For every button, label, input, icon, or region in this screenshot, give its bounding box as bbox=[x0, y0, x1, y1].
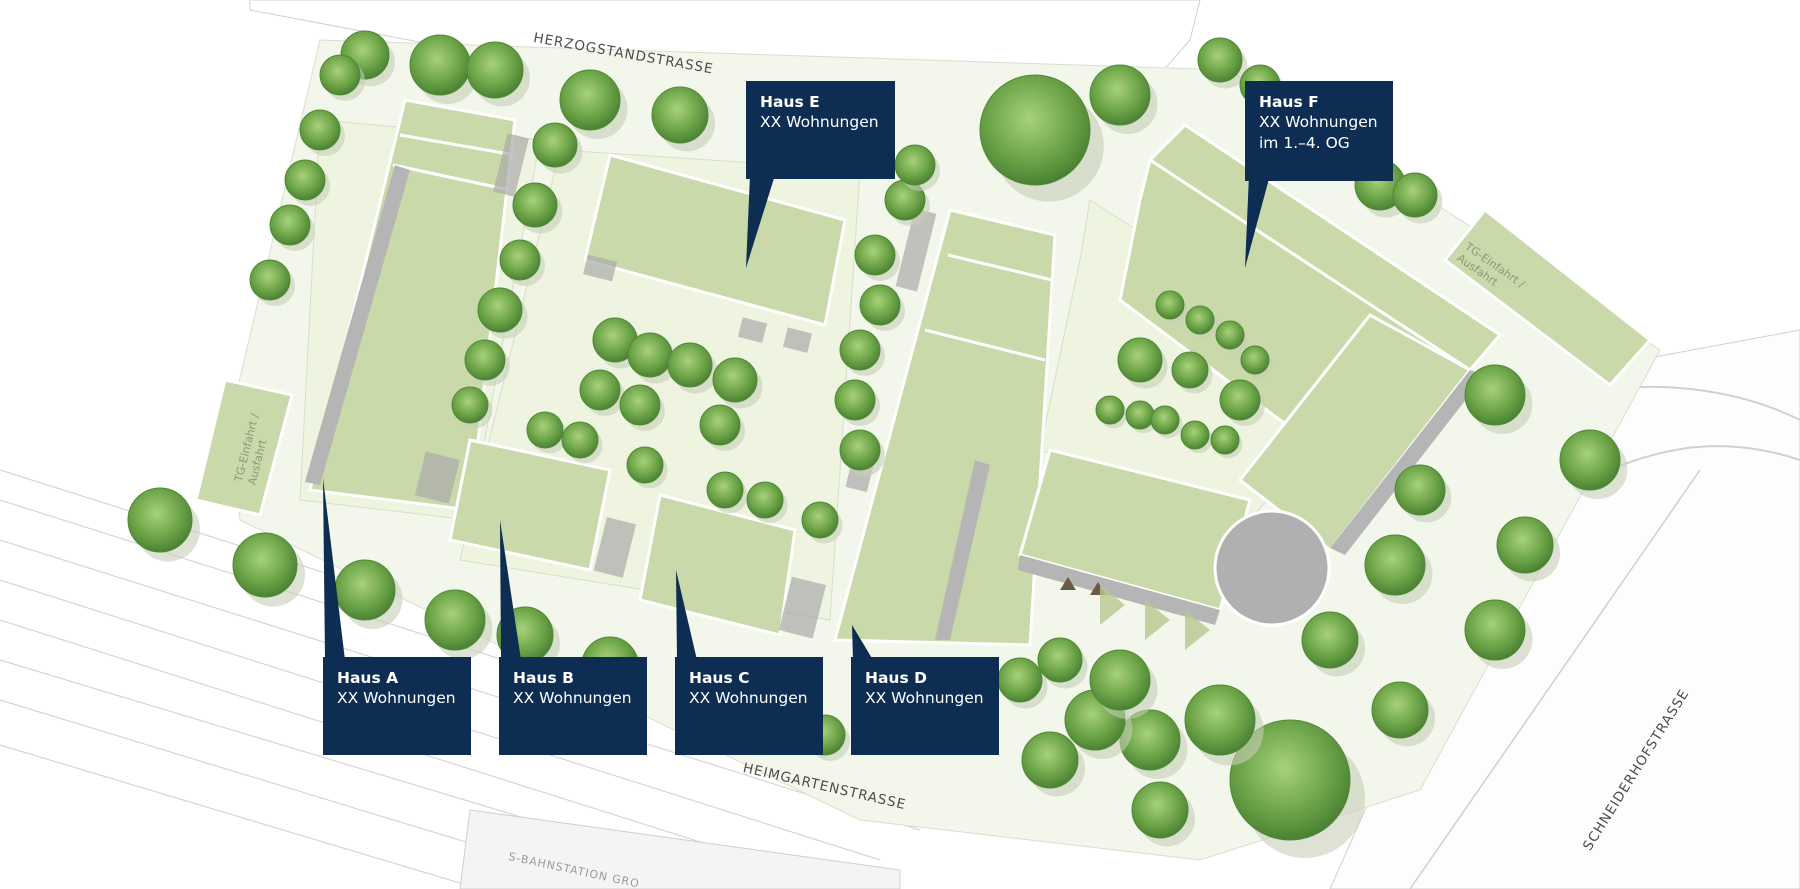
tree bbox=[284, 159, 326, 201]
label-haus-e-name: Haus E bbox=[760, 93, 820, 111]
tree bbox=[1185, 305, 1215, 335]
tree bbox=[859, 284, 901, 326]
tree bbox=[1089, 649, 1151, 711]
tree bbox=[1394, 464, 1446, 516]
tree bbox=[512, 182, 558, 228]
tree bbox=[1155, 290, 1185, 320]
label-haus-c-units: XX Wohnungen bbox=[689, 689, 808, 707]
tree bbox=[249, 259, 291, 301]
tree bbox=[127, 487, 193, 553]
tree bbox=[424, 589, 486, 651]
label-haus-d-units: XX Wohnungen bbox=[865, 689, 984, 707]
tree bbox=[1037, 637, 1083, 683]
label-haus-a-units: XX Wohnungen bbox=[337, 689, 456, 707]
label-haus-c[interactable]: Haus C XX Wohnungen bbox=[675, 657, 823, 755]
label-haus-a-name: Haus A bbox=[337, 669, 399, 687]
trees-layer bbox=[127, 30, 1628, 858]
tree bbox=[1125, 400, 1155, 430]
tree bbox=[1180, 420, 1210, 450]
tree bbox=[496, 606, 554, 664]
tree bbox=[839, 429, 881, 471]
tree bbox=[854, 234, 896, 276]
tree bbox=[1171, 351, 1209, 389]
tree bbox=[712, 357, 758, 403]
tree bbox=[1150, 405, 1180, 435]
tree bbox=[1240, 345, 1270, 375]
tree bbox=[1219, 379, 1261, 421]
label-haus-f[interactable]: Haus F XX Wohnungen im 1.–4. OG bbox=[1245, 81, 1393, 181]
tree bbox=[706, 471, 744, 509]
tree bbox=[532, 122, 578, 168]
label-haus-e-units: XX Wohnungen bbox=[760, 113, 879, 131]
label-haus-f-name: Haus F bbox=[1259, 93, 1319, 111]
tree bbox=[1215, 320, 1245, 350]
tree bbox=[1210, 425, 1240, 455]
tree bbox=[477, 287, 523, 333]
tree bbox=[1496, 516, 1554, 574]
tree bbox=[409, 34, 471, 96]
label-haus-d-name: Haus D bbox=[865, 669, 927, 687]
tree bbox=[834, 379, 876, 421]
tree bbox=[619, 384, 661, 426]
tree bbox=[319, 54, 361, 96]
label-haus-f-units: XX Wohnungen bbox=[1259, 113, 1378, 131]
tree bbox=[627, 332, 673, 378]
label-haus-e[interactable]: Haus E XX Wohnungen bbox=[746, 81, 895, 179]
tree bbox=[746, 481, 784, 519]
tree bbox=[1197, 37, 1243, 83]
round-plaza bbox=[1213, 509, 1331, 627]
tree bbox=[1392, 172, 1438, 218]
parking-west-block bbox=[194, 378, 294, 517]
tree bbox=[561, 421, 599, 459]
label-haus-c-name: Haus C bbox=[689, 669, 750, 687]
tree bbox=[499, 239, 541, 281]
parking-east-block bbox=[1442, 207, 1653, 388]
tree bbox=[1301, 611, 1359, 669]
tree bbox=[1364, 534, 1426, 596]
tree bbox=[1184, 684, 1256, 756]
tree bbox=[464, 339, 506, 381]
tree bbox=[466, 41, 524, 99]
tree bbox=[997, 657, 1043, 703]
label-haus-d[interactable]: Haus D XX Wohnungen bbox=[851, 657, 999, 755]
tree bbox=[1464, 364, 1526, 426]
tree bbox=[559, 69, 621, 131]
building-haus-d bbox=[833, 208, 1057, 647]
tree bbox=[1117, 337, 1163, 383]
tree bbox=[1371, 681, 1429, 739]
tree bbox=[232, 532, 298, 598]
label-haus-b-units: XX Wohnungen bbox=[513, 689, 632, 707]
tree bbox=[1559, 429, 1621, 491]
tree bbox=[299, 109, 341, 151]
label-haus-b[interactable]: Haus B XX Wohnungen bbox=[499, 657, 647, 755]
tree bbox=[269, 204, 311, 246]
tree bbox=[894, 144, 936, 186]
tree bbox=[626, 446, 664, 484]
tree bbox=[526, 411, 564, 449]
tree bbox=[651, 86, 709, 144]
tree bbox=[801, 501, 839, 539]
tree bbox=[1095, 395, 1125, 425]
tree bbox=[1229, 719, 1351, 841]
tree bbox=[699, 404, 741, 446]
label-haus-b-name: Haus B bbox=[513, 669, 574, 687]
station-platform bbox=[459, 809, 901, 889]
tree bbox=[839, 329, 881, 371]
tree bbox=[451, 386, 489, 424]
tree bbox=[1021, 731, 1079, 789]
building-haus-b bbox=[448, 438, 612, 572]
tree bbox=[334, 559, 396, 621]
label-haus-f-extra: im 1.–4. OG bbox=[1259, 134, 1350, 152]
tree bbox=[667, 342, 713, 388]
tree bbox=[1089, 64, 1151, 126]
tree bbox=[579, 369, 621, 411]
tree bbox=[1464, 599, 1526, 661]
tree bbox=[979, 74, 1091, 186]
label-haus-a[interactable]: Haus A XX Wohnungen bbox=[323, 657, 471, 755]
tree bbox=[1131, 781, 1189, 839]
